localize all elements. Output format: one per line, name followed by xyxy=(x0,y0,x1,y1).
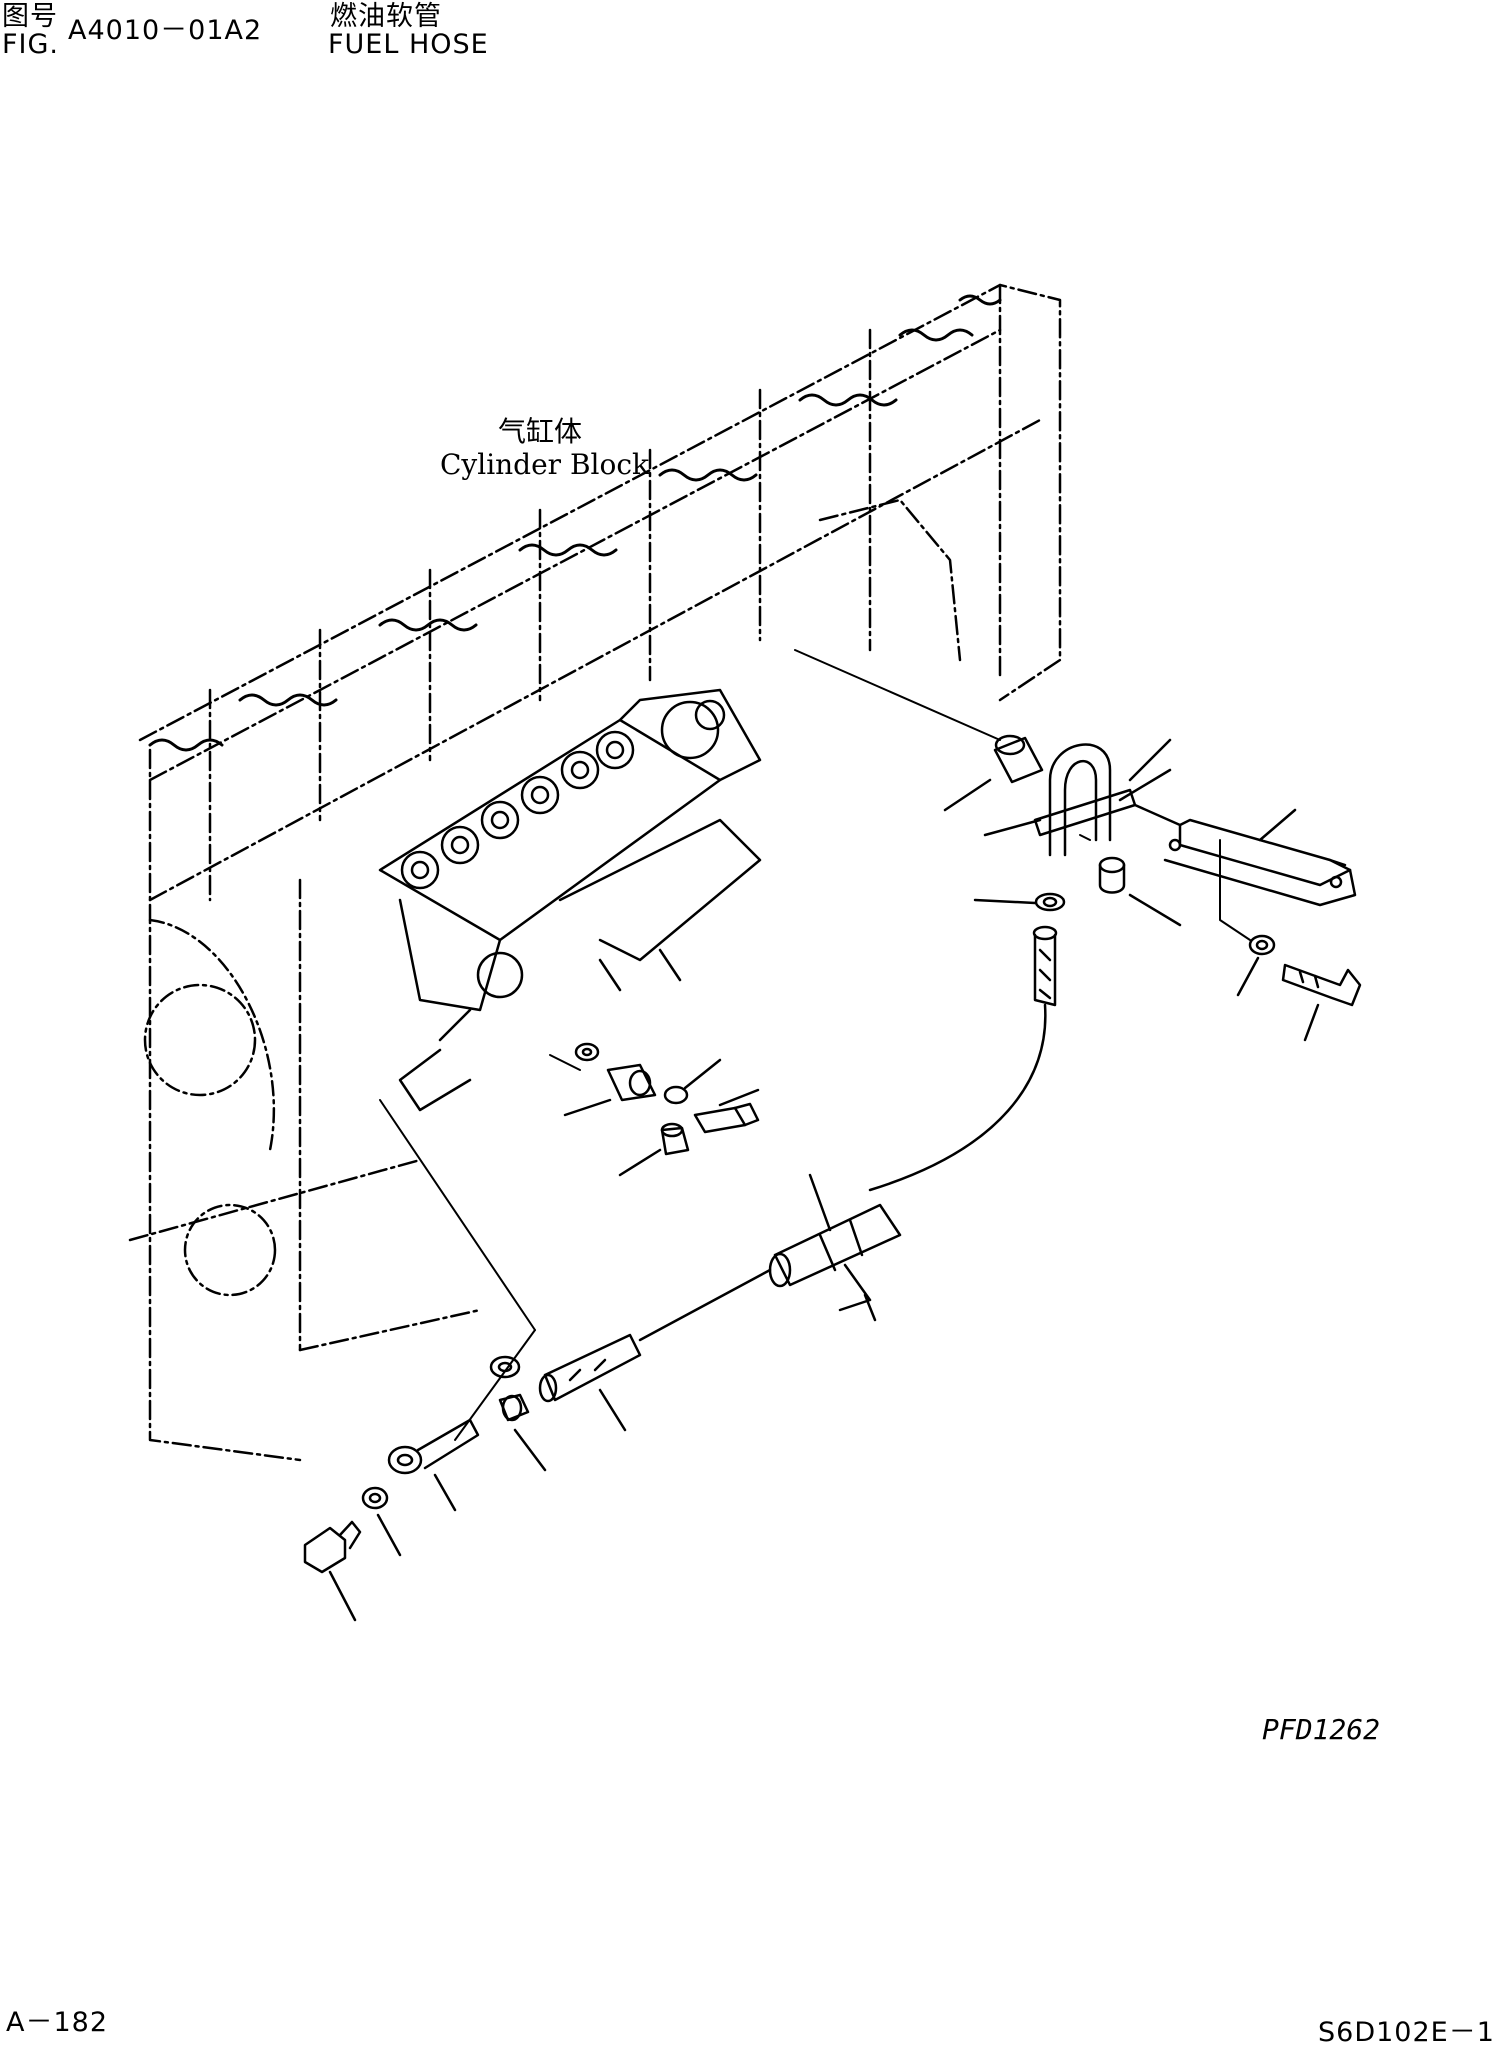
nut-lower xyxy=(498,1393,547,1472)
washer-upper xyxy=(973,892,1066,912)
cap-mid xyxy=(618,1122,690,1177)
hose-upper xyxy=(868,925,1058,1192)
bolt-mid xyxy=(693,1088,760,1134)
gear-housing xyxy=(143,918,277,1297)
hose-clamp xyxy=(768,1173,902,1322)
leader-lines xyxy=(379,649,1251,1441)
page-number: A－182 xyxy=(6,2007,109,2038)
title-cn: 燃油软管 xyxy=(330,1,442,32)
washer-mid xyxy=(574,1042,600,1062)
drawing-code: PFD1262 xyxy=(1262,1713,1381,1746)
washer-mid-right xyxy=(663,1058,722,1105)
bolt-bottom xyxy=(303,1520,362,1622)
collar xyxy=(1098,856,1182,927)
hose-lower xyxy=(538,1268,772,1432)
cylinder-head-waves xyxy=(148,294,1002,752)
washer-bottom xyxy=(361,1486,402,1557)
injection-pump xyxy=(378,688,762,1112)
fig-label-en: FIG. xyxy=(2,29,59,60)
cylinder-block-label-cn: 气缸体 xyxy=(498,415,583,448)
cylinder-block-label-en: Cylinder Block xyxy=(440,448,650,481)
eye-fitting-mid xyxy=(563,1063,657,1117)
bracket xyxy=(1133,803,1357,907)
washer-lower xyxy=(489,1355,521,1379)
bolt-right xyxy=(1281,963,1362,1042)
cylinder-block-outline xyxy=(128,283,1062,1462)
title-en: FUEL HOSE xyxy=(328,29,489,60)
washer-right xyxy=(1236,934,1276,997)
fig-number: A4010－01A2 xyxy=(68,15,263,46)
u-pipe xyxy=(983,738,1172,857)
sleeve-fitting xyxy=(943,734,1044,812)
eye-bolt-lower xyxy=(387,1418,480,1512)
model-code: S6D102E－1 xyxy=(1318,2017,1495,2048)
fig-label-cn: 图号 xyxy=(2,1,58,32)
